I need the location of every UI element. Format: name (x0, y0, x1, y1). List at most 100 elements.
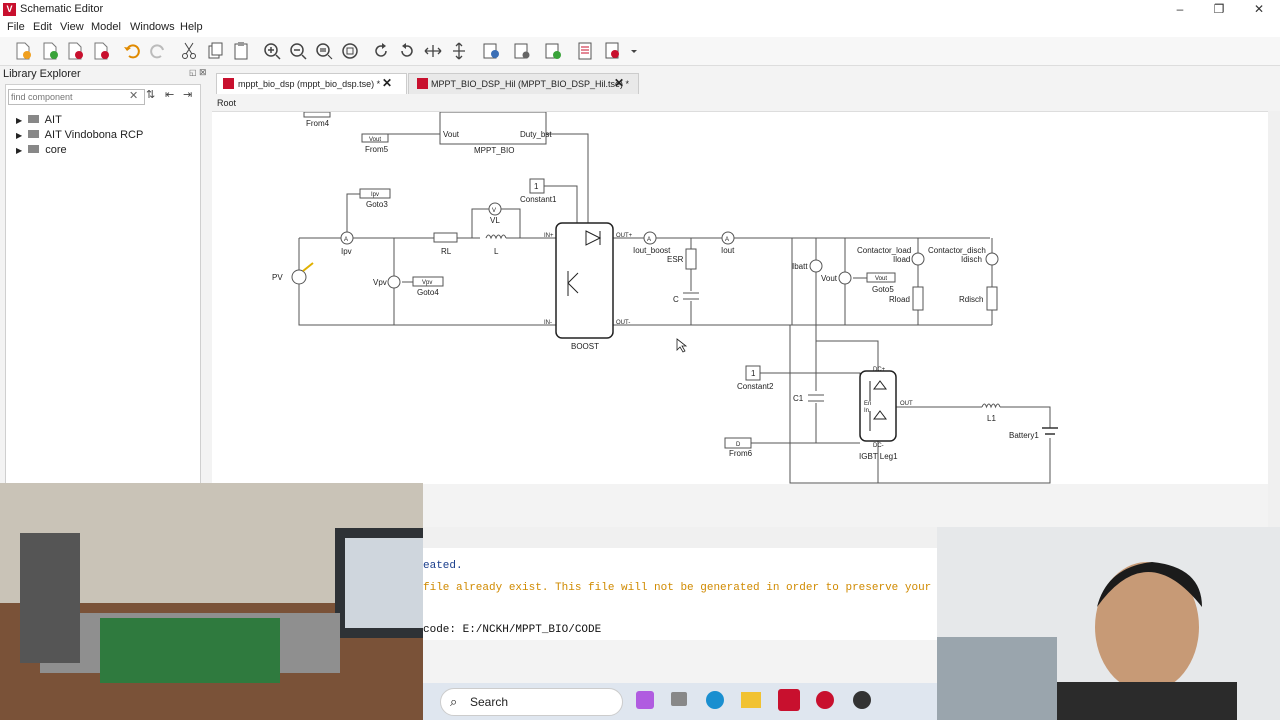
tree-item-label: AIT (44, 114, 62, 126)
tree-item-ait[interactable]: ▶ AIT (16, 114, 62, 126)
menu-view[interactable]: View (60, 21, 84, 33)
task-view-icon[interactable] (671, 692, 687, 706)
svg-text:V: V (492, 208, 496, 214)
tab-mppt-bio-dsp-hil[interactable]: MPPT_BIO_DSP_Hil (MPPT_BIO_DSP_Hil.tse) … (408, 73, 639, 94)
boost-block-label: BOOST (571, 342, 599, 351)
copy-icon[interactable] (205, 41, 225, 61)
tree-item-ait-vindobona[interactable]: ▶ AIT Vindobona RCP (16, 129, 143, 141)
new-library-icon[interactable] (40, 41, 60, 61)
taskbar-search-box[interactable]: ⌕ Search (440, 688, 623, 716)
rdisch-label: Rdisch (959, 295, 983, 304)
file-explorer-icon[interactable] (741, 692, 761, 708)
console-line: eated. (423, 560, 463, 572)
redo-icon[interactable] (148, 41, 168, 61)
console-line: file already exist. This file will not b… (423, 582, 937, 594)
close-tab-icon[interactable]: ✕ (614, 76, 625, 90)
collapse-all-icon[interactable]: ⇤ (165, 89, 175, 101)
zoom-selection-icon[interactable] (340, 41, 360, 61)
igbt-port-out: OUT (900, 401, 913, 407)
constant2-value: 1 (751, 369, 756, 378)
l-label: L (494, 247, 499, 256)
undo-icon[interactable] (122, 41, 142, 61)
igbt-port-in: In (864, 408, 869, 414)
menu-model[interactable]: Model (91, 21, 121, 33)
menu-edit[interactable]: Edit (33, 21, 52, 33)
goto3-label: Goto3 (366, 200, 388, 209)
rotate-left-icon[interactable] (397, 41, 417, 61)
typhoon-hil-icon[interactable] (778, 689, 800, 711)
c1-label: C1 (793, 394, 804, 403)
close-tab-icon[interactable]: ✕ (382, 76, 393, 90)
schematic-editor-icon[interactable] (816, 691, 834, 709)
vl-label: VL (490, 216, 500, 225)
mppt-port-duty: Duty_bst (520, 130, 552, 139)
maximize-button[interactable]: ❐ (1213, 2, 1225, 16)
tree-item-label: AIT Vindobona RCP (44, 129, 144, 141)
flip-horizontal-icon[interactable] (423, 41, 443, 61)
save-file-icon[interactable] (91, 41, 111, 61)
title-bar: V Schematic Editor – ❐ ✕ (0, 0, 1280, 19)
esr-label: ESR (667, 255, 684, 264)
rotate-right-icon[interactable] (371, 41, 391, 61)
menu-file[interactable]: File (7, 21, 25, 33)
contactor-disch-label: Contactor_disch (928, 246, 986, 255)
panel-close-icon[interactable]: ⊠ (199, 67, 207, 77)
goto5-value: Vout (875, 276, 887, 282)
breadcrumb[interactable]: Root (217, 98, 237, 108)
tab-mppt-bio-dsp[interactable]: mppt_bio_dsp (mppt_bio_dsp.tse) * ✕ (216, 73, 407, 94)
panel-float-icon[interactable]: ◱ (189, 68, 197, 77)
library-explorer-title: Library Explorer (3, 68, 81, 80)
schematic-file-icon (417, 78, 428, 89)
component-search-input[interactable] (8, 89, 145, 105)
zoom-fit-icon[interactable] (314, 41, 334, 61)
new-file-icon[interactable] (13, 41, 33, 61)
flip-vertical-icon[interactable] (449, 41, 469, 61)
canvas-horizontal-scrollbar[interactable] (423, 527, 937, 548)
export-icon[interactable] (603, 41, 623, 61)
webcam-overlay-presenter (937, 527, 1280, 720)
sort-icon[interactable]: ⇅ (146, 89, 156, 101)
schematic-canvas[interactable]: Vout Duty_bst MPPT_BIO From4 Vout From5 … (212, 111, 1268, 484)
app-logo-icon: V (3, 3, 16, 16)
folder-icon (28, 130, 40, 138)
canvas-vertical-scrollbar[interactable] (1268, 111, 1280, 531)
minimize-button[interactable]: – (1176, 2, 1184, 16)
close-button[interactable]: ✕ (1253, 2, 1265, 16)
edge-browser-icon[interactable] (706, 691, 724, 709)
menu-windows[interactable]: Windows (130, 21, 175, 33)
tree-item-core[interactable]: ▶ core (16, 144, 67, 156)
paste-icon[interactable] (231, 41, 251, 61)
tab-label: mppt_bio_dsp (mppt_bio_dsp.tse) * (238, 79, 381, 89)
schematic-drawing: Vout Duty_bst MPPT_BIO From4 Vout From5 … (272, 111, 1058, 484)
clear-search-icon[interactable]: ✕ (129, 90, 139, 102)
zoom-out-icon[interactable] (288, 41, 308, 61)
folder-icon (28, 145, 40, 153)
mppt-block-label: MPPT_BIO (474, 146, 514, 155)
menu-help[interactable]: Help (180, 21, 203, 33)
from4-label: From4 (306, 119, 330, 128)
settings-icon[interactable] (512, 41, 532, 61)
iload-label: Iload (893, 255, 910, 264)
taskbar-search-label: Search (470, 695, 509, 709)
python-script-icon[interactable] (481, 41, 501, 61)
model-info-icon[interactable] (575, 41, 595, 61)
pv-label: PV (272, 273, 283, 282)
boost-port-in-p: IN+ (544, 233, 554, 239)
rload-label: Rload (889, 295, 910, 304)
compile-icon[interactable] (543, 41, 563, 61)
expand-all-icon[interactable]: ⇥ (183, 89, 193, 101)
open-file-icon[interactable] (65, 41, 85, 61)
menu-bar: File Edit View Model Windows Help (0, 19, 1280, 37)
chevron-right-icon: ▶ (16, 131, 23, 140)
rl-label: RL (441, 247, 452, 256)
cut-icon[interactable] (179, 41, 199, 61)
goto4-value: Vpv (422, 280, 432, 286)
copilot-icon[interactable] (636, 691, 654, 709)
svg-text:A: A (344, 237, 348, 243)
zoom-in-icon[interactable] (262, 41, 282, 61)
chevron-down-icon[interactable] (624, 41, 637, 61)
vout-label: Vout (821, 274, 838, 283)
tree-item-label: core (45, 144, 67, 156)
obs-studio-icon[interactable] (853, 691, 871, 709)
vpv-label: Vpv (373, 278, 387, 287)
